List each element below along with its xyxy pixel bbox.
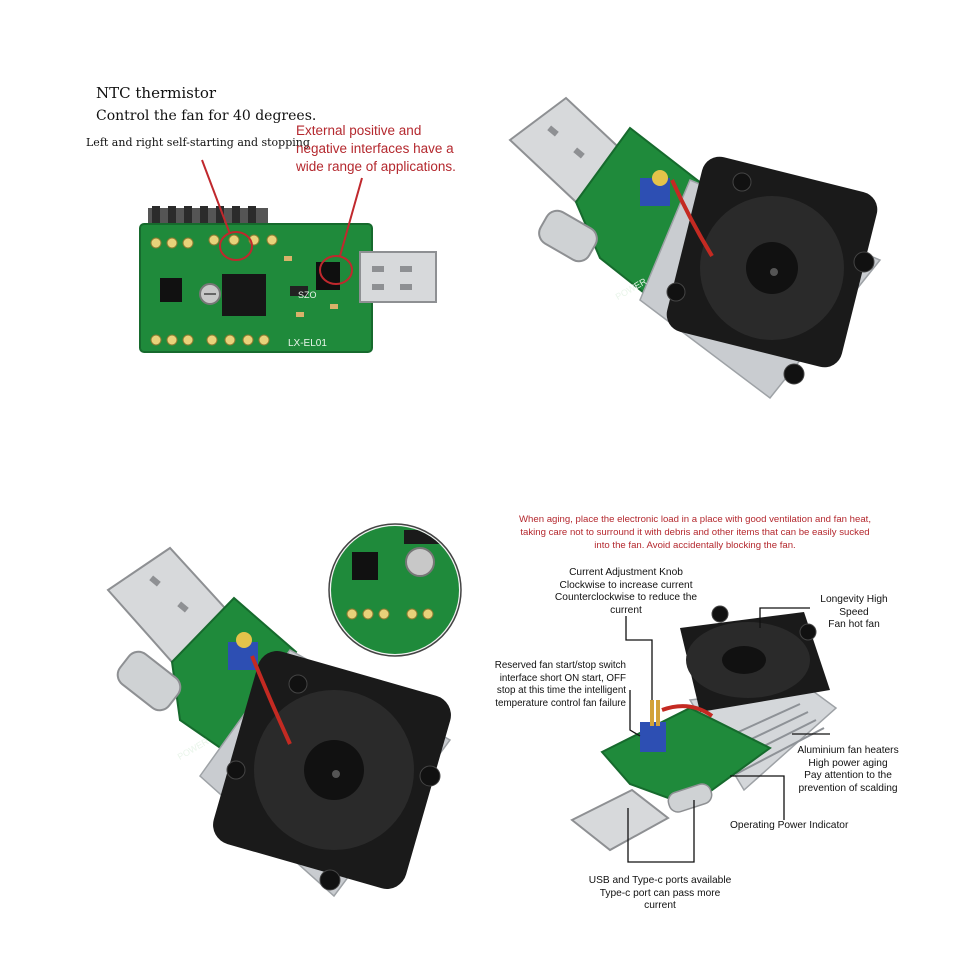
- heatsink-label: Aluminium fan heaters High power aging P…: [797, 745, 899, 794]
- angled-view-top: [508, 96, 882, 400]
- ntc-subtitle: Control the fan for 40 degrees.: [96, 108, 317, 124]
- ntc-note: Left and right self-starting and stoppin…: [86, 136, 310, 149]
- board-label: LX-EL01: [288, 338, 327, 349]
- zoom-inset: [328, 523, 462, 657]
- usb-plug: [359, 251, 437, 303]
- knob-label: Current Adjustment Knob Clockwise to inc…: [554, 567, 698, 616]
- ntc-title: NTC thermistor: [96, 84, 217, 102]
- ventilation-warning: When aging, place the electronic load in…: [518, 514, 871, 551]
- heatsink-fins: [148, 206, 268, 226]
- ports-label: USB and Type-c ports available Type-c po…: [588, 875, 732, 911]
- chip-label: SZO: [298, 290, 317, 300]
- power-indicator-label: Operating Power Indicator: [730, 820, 849, 831]
- fan-label: Longevity High Speed Fan hot fan: [820, 594, 888, 630]
- angled-view-bottom: [106, 546, 452, 898]
- board-top-view: [139, 159, 437, 353]
- labeled-product: [570, 605, 838, 863]
- interface-callout: External positive and negative interface…: [296, 123, 456, 174]
- fan-switch-label: Reserved fan start/stop switch interface…: [494, 660, 626, 709]
